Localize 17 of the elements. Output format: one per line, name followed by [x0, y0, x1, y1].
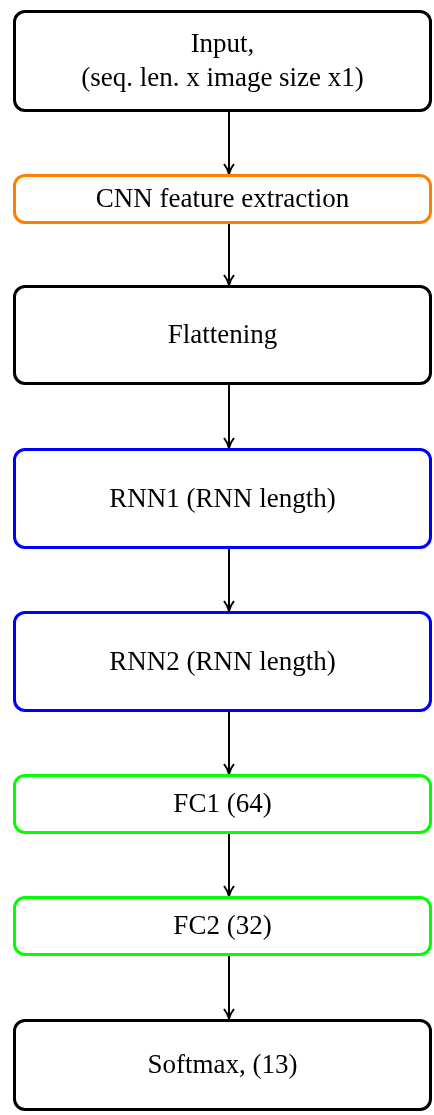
process-box — [13, 774, 432, 834]
process-box — [13, 448, 432, 549]
process-box — [13, 285, 432, 385]
box-label: RNN1 (RNN length) — [109, 481, 336, 515]
process-box — [13, 611, 432, 712]
box-label: (seq. len. x image size x1) — [81, 61, 364, 94]
box-label: CNN feature extraction — [95, 182, 350, 216]
process-box — [13, 896, 432, 956]
process-box — [13, 1019, 432, 1111]
box-label: RNN2 (RNN length) — [109, 644, 336, 678]
box-label: Input, — [190, 27, 255, 61]
box-label: FC2 (32) — [173, 909, 272, 943]
box-label: Flattening — [167, 318, 278, 352]
box-label: Softmax, (13) — [147, 1048, 298, 1082]
process-box — [13, 174, 432, 224]
box-label: FC1 (64) — [173, 787, 272, 821]
process-box — [13, 10, 432, 112]
